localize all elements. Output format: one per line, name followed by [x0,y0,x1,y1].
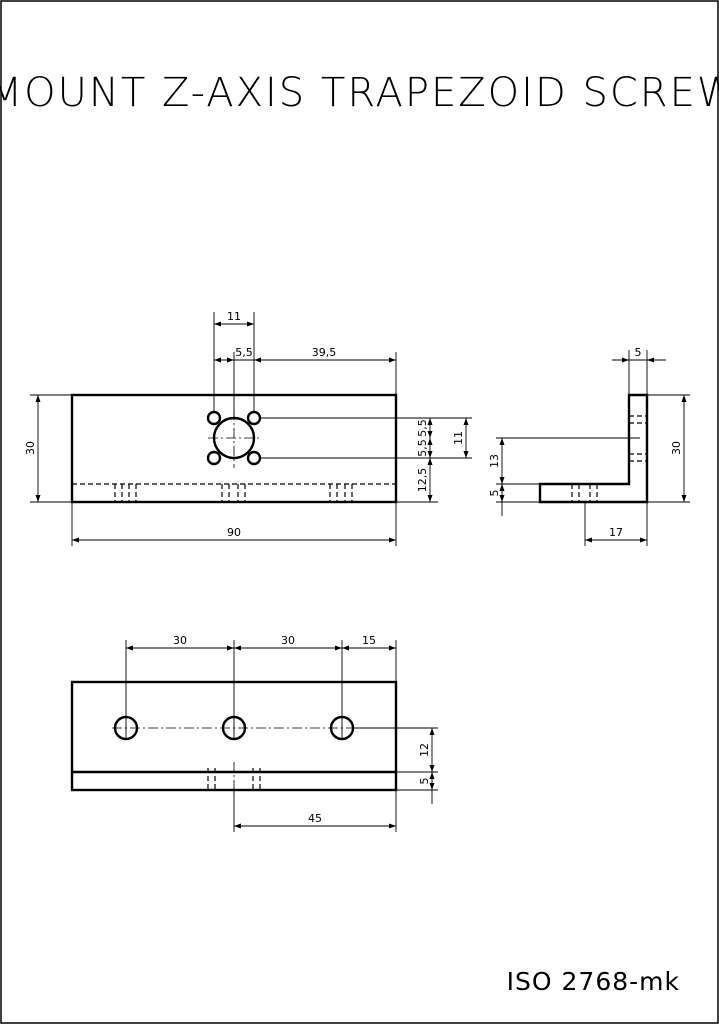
dim-text: 5,5 [416,419,429,437]
front-view: 11 5,5 39,5 30 11 [24,310,472,546]
dim-front-length: 90 [71,502,397,546]
dim-text: 5,5 [416,439,429,457]
dim-text: 5 [488,490,501,497]
dim-side-left-chain: 13 5 [488,437,640,516]
dim-text: 39,5 [312,346,337,359]
front-mount-hole-tl [206,410,222,426]
dim-text: 5 [635,346,642,359]
dim-text: 45 [308,812,322,825]
dim-front-vertical-spacing: 11 [260,417,472,459]
top-view: 30 30 15 12 5 45 [70,634,438,832]
dim-front-right-chain: 5,5 5,5 12,5 [396,418,438,503]
drawing-title: MOUNT Z-AXIS TRAPEZOID SCREW [0,70,719,116]
side-l-profile [538,393,649,504]
dim-text: 30 [173,634,187,647]
side-hidden-holes [571,415,647,502]
front-mount-hole-bl [206,450,222,466]
front-mount-hole-br [246,450,262,466]
dim-text: 11 [227,310,241,323]
dim-top-right-chain: 12 5 [353,727,438,804]
side-view: 5 30 13 5 17 [488,346,690,546]
dim-top-chain: 30 30 15 [125,634,397,740]
dim-top-center-offset: 45 [233,790,397,832]
dim-text: 17 [609,526,623,539]
dim-text: 5,5 [235,346,253,359]
dim-text: 30 [670,441,683,455]
dim-text: 12 [418,743,431,757]
dim-front-height: 30 [24,394,72,503]
top-hidden-holes [207,762,261,796]
dim-side-wall: 5 [612,346,666,395]
dim-text: 12,5 [416,468,429,493]
dim-front-hole-spacing: 11 [213,310,255,412]
dim-text: 15 [362,634,376,647]
dim-text: 13 [488,454,501,468]
front-hidden-holes [114,484,353,502]
tolerance-standard: ISO 2768-mk [507,967,680,996]
front-mount-hole-tr [246,410,262,426]
dim-text: 30 [281,634,295,647]
dim-side-height: 30 [647,394,690,503]
dim-text: 11 [452,431,465,445]
dim-side-base: 17 [584,502,648,546]
dim-text: 30 [24,441,37,455]
dim-text: 5 [418,778,431,785]
dim-text: 90 [227,526,241,539]
dim-front-top-chain: 5,5 39,5 [214,346,397,418]
